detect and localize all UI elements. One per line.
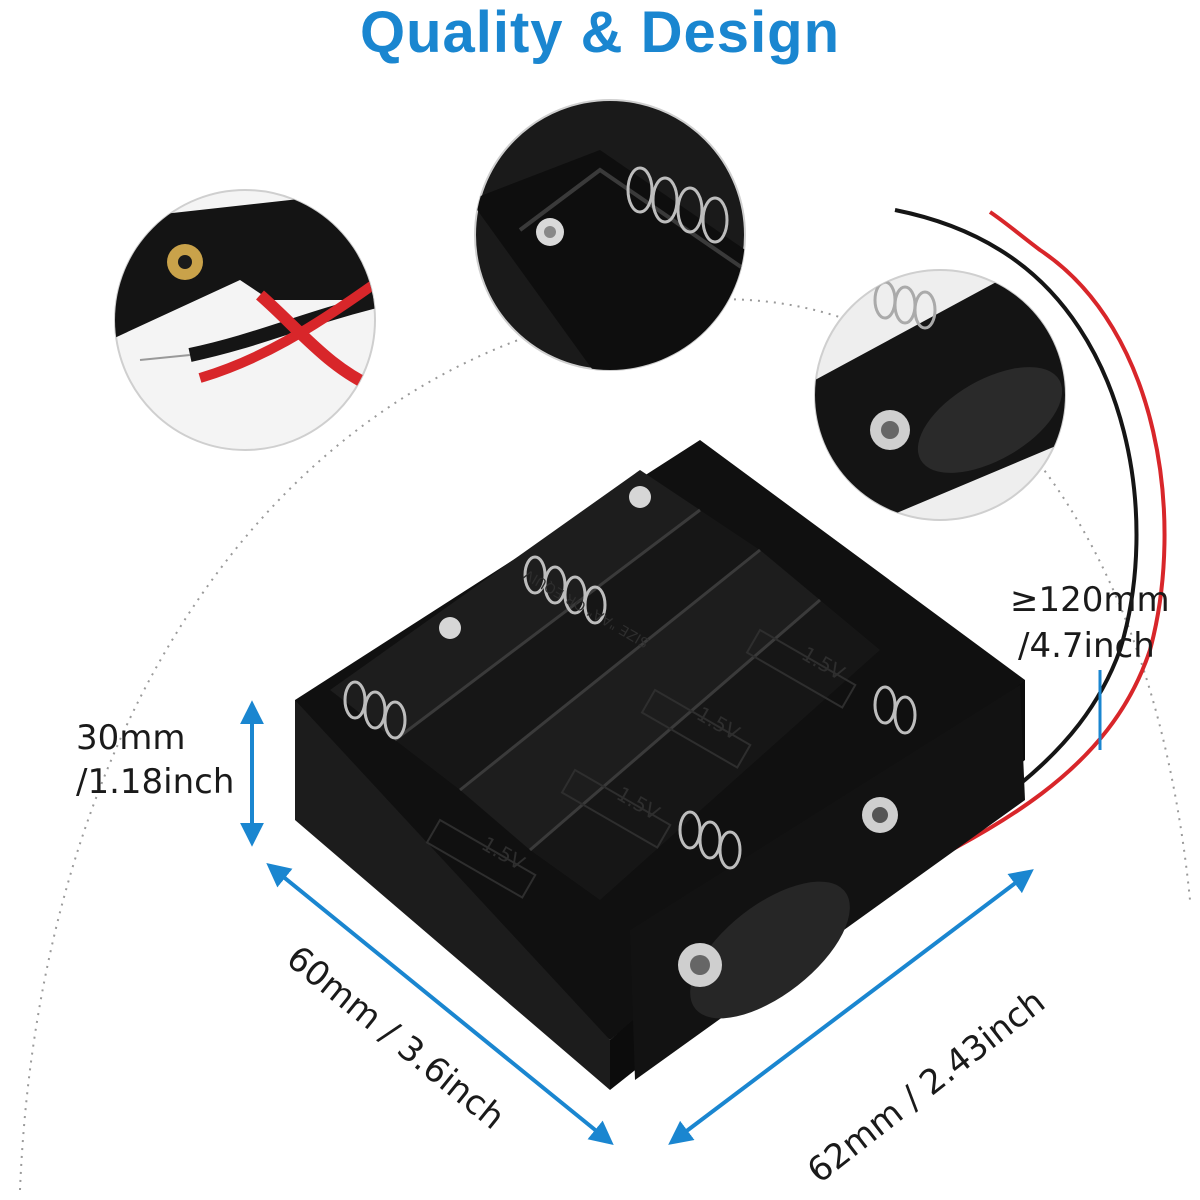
wire-red [854, 210, 1167, 899]
detail-circle-wire-screw-icon [114, 189, 376, 451]
height-dimension-line1: 30mm [76, 718, 186, 758]
height-dimension-line2: /1.18inch [76, 762, 235, 802]
battery-holder-icon: 1.5V 1.5V 1.5V 1.5V SIZE "AA" OR EQUIV [295, 440, 1025, 1090]
depth-arrow [668, 869, 1034, 1145]
detail-circle-snap-terminal-icon [814, 269, 1066, 521]
detail-circle-spring-contacts-icon [474, 99, 746, 371]
page-title: Quality & Design [359, 0, 841, 65]
width-arrow [266, 862, 614, 1146]
dotted-orbit [19, 298, 1191, 1191]
wire-length-line1: ≥120mm [1010, 580, 1170, 620]
wire-length-line2: /4.7inch [1018, 626, 1155, 666]
